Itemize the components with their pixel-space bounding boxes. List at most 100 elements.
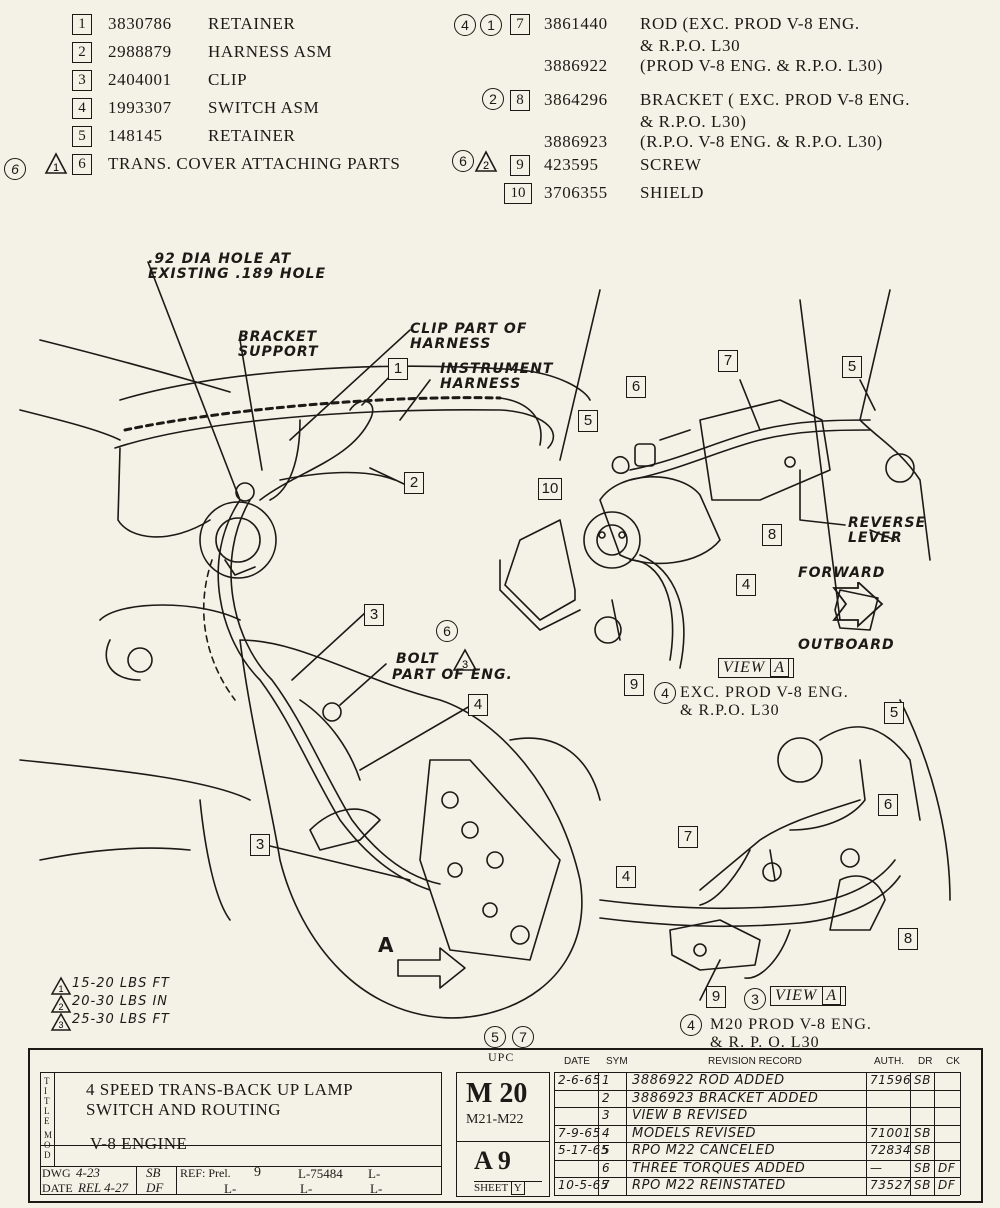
- ref-label: REF: Prel.: [180, 1166, 231, 1180]
- sheet-code: A 9: [474, 1146, 511, 1175]
- item-tag: 5: [842, 356, 862, 378]
- item-tag: 5: [578, 410, 598, 432]
- view-a-bottom-note1: M20 PROD V-8 ENG.: [710, 1016, 872, 1033]
- rev-header: SYM: [606, 1056, 628, 1067]
- svg-text:1: 1: [58, 984, 63, 994]
- torque-note: 20-30 LBS IN: [72, 994, 169, 1009]
- rev-cell-text: 3886923 BRACKET ADDED: [632, 1090, 819, 1106]
- upc-sub: M21-M22: [466, 1112, 524, 1127]
- rev-flag-circle: 6: [4, 158, 26, 180]
- part-number: 423595: [544, 155, 599, 174]
- date-label: DATE: [42, 1181, 73, 1195]
- rev-cell-auth: 71596: [870, 1073, 912, 1087]
- torque-delta-icon: 1 2 3: [50, 976, 72, 1031]
- rev-cell-dr: SB: [914, 1125, 932, 1140]
- dwg-value: 4-23: [76, 1165, 100, 1180]
- model-value: V-8 ENGINE: [90, 1134, 188, 1153]
- rev-cell-date: 2-6-65: [558, 1073, 601, 1087]
- item-tag: 4: [736, 574, 756, 596]
- part-index: 10: [504, 183, 532, 204]
- part-row: 5 148145 RETAINER: [72, 126, 295, 147]
- callout-reverse-lever: REVERSE LEVER: [848, 515, 927, 546]
- title-block: TITLE MOD 4 SPEED TRANS-BACK UP LAMP SWI…: [28, 1048, 983, 1203]
- part-desc-cont: (PROD V-8 ENG. & R.P.O. L30): [640, 56, 884, 75]
- rev-cell-sym: 5: [602, 1143, 611, 1157]
- part-desc: CLIP: [208, 70, 248, 89]
- rev-header: DATE: [564, 1056, 590, 1067]
- torque-note: 15-20 LBS FT: [72, 976, 170, 991]
- rev-flag-circle: 3: [744, 988, 766, 1010]
- arrow-a-label: A: [378, 933, 395, 957]
- date-value: REL 4-27: [78, 1180, 128, 1195]
- part-index: 5: [72, 126, 92, 147]
- rev-cell-date: 10-5-65: [558, 1178, 610, 1192]
- rev-flag-circle: 4: [454, 14, 476, 36]
- part-row: 6 TRANS. COVER ATTACHING PARTS: [72, 154, 400, 175]
- part-number: 3706355: [544, 183, 608, 202]
- rev-cell-dr: SB: [914, 1143, 932, 1157]
- ref-l-blank: L-: [370, 1181, 383, 1196]
- ref-l-number: L-75484: [298, 1166, 343, 1181]
- svg-text:2: 2: [483, 160, 489, 172]
- part-row: 9 423595 SCREW: [510, 155, 701, 176]
- view-a-top-note2: & R.P.O. L30: [680, 702, 780, 719]
- drawing-title-line2: SWITCH AND ROUTING: [86, 1100, 282, 1119]
- part-row: 3 2404001 CLIP: [72, 70, 247, 91]
- view-a-bottom-tag: VIEW A: [770, 986, 846, 1006]
- title-side-label: TITLE: [44, 1076, 50, 1126]
- rev-grid-line: [554, 1072, 555, 1195]
- svg-text:1: 1: [53, 162, 59, 174]
- rev-header: CK: [946, 1056, 960, 1067]
- svg-text:3: 3: [58, 1020, 63, 1030]
- rev-flag-circle: 2: [482, 88, 504, 110]
- part-desc: RETAINER: [208, 126, 296, 145]
- rev-cell-sym: 6: [602, 1160, 611, 1175]
- torque-delta-icon: 2: [474, 150, 498, 172]
- rev-cell-date: 7-9-65: [558, 1125, 601, 1140]
- part-desc: ROD (EXC. PROD V-8 ENG.: [640, 14, 860, 33]
- sheet-label: SHEET Y: [474, 1181, 542, 1195]
- item-tag: 4: [468, 694, 488, 716]
- rev-grid-line: [866, 1072, 867, 1195]
- rev-header: DR: [918, 1056, 933, 1067]
- view-a-top-note1: EXC. PROD V-8 ENG.: [680, 684, 849, 701]
- rev-cell-text: MODELS REVISED: [632, 1125, 757, 1141]
- rev-grid-line: [960, 1072, 961, 1195]
- ref-value: 9: [254, 1165, 261, 1180]
- callout-outboard: OUTBOARD: [798, 637, 895, 653]
- rev-cell-ck: DF: [938, 1160, 956, 1175]
- item-tag: 8: [898, 928, 918, 950]
- rev-cell-sym: 1: [602, 1073, 611, 1087]
- rev-cell-dr: SB: [914, 1160, 932, 1175]
- callout-bracket-support: BRACKET SUPPORT: [238, 329, 319, 360]
- upc-main: M 20: [466, 1078, 528, 1109]
- rev-cell-sym: 2: [602, 1090, 611, 1105]
- part-index: 9: [510, 155, 530, 176]
- part-desc-cont: & R.P.O. L30: [640, 36, 741, 55]
- item-tag: 3: [250, 834, 270, 856]
- callout-bolt-part: PART OF ENG.: [392, 667, 513, 683]
- rev-cell-auth: 71001: [870, 1125, 912, 1140]
- rev-cell-text: RPO M22 REINSTATED: [632, 1178, 786, 1193]
- view-a-top-tag: VIEW A: [718, 658, 794, 678]
- part-index: 4: [72, 98, 92, 119]
- rev-grid-line: [910, 1072, 911, 1195]
- rev-cell-sym: 3: [602, 1108, 611, 1122]
- part-index: 3: [72, 70, 92, 91]
- part-desc: RETAINER: [208, 14, 296, 33]
- part-row: 7 3861440 ROD (EXC. PROD V-8 ENG.: [510, 14, 859, 35]
- rev-grid-line: [934, 1072, 935, 1195]
- rev-cell-sym: 7: [602, 1178, 611, 1192]
- rev-flag-circle: 1: [480, 14, 502, 36]
- part-row: 10 3706355 SHIELD: [504, 183, 703, 204]
- item-tag: 1: [388, 358, 408, 380]
- rev-header: REVISION RECORD: [708, 1056, 802, 1067]
- part-index: 8: [510, 90, 530, 111]
- part-row: 2 2988879 HARNESS ASM: [72, 42, 332, 63]
- rev-cell-ck: DF: [938, 1178, 956, 1192]
- rev-grid-line: [626, 1072, 627, 1195]
- rev-flag-circle: 6: [452, 150, 474, 172]
- rev-grid-line: [598, 1072, 599, 1195]
- rev-cell-auth: —: [870, 1160, 883, 1175]
